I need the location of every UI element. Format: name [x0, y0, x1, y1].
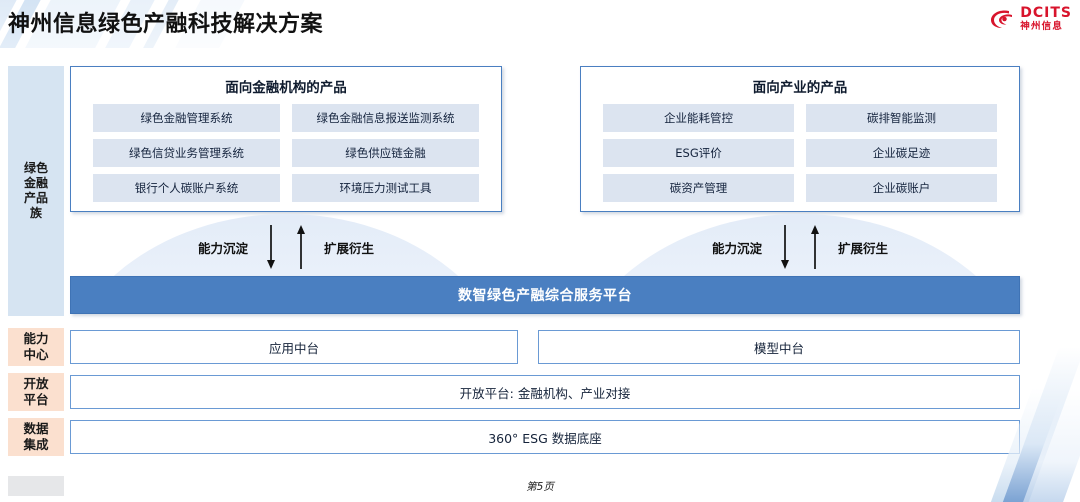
flow-label-expansion-derivation: 扩展衍生	[324, 240, 375, 256]
sidebar-label-line: 金融	[23, 176, 48, 190]
product-chip[interactable]: 银行个人碳账户系统	[93, 174, 280, 202]
sidebar-item-green-finance-products[interactable]: 绿色 金融 产品 族	[8, 66, 64, 316]
page-title: 神州信息绿色产融科技解决方案	[8, 12, 324, 37]
product-chip[interactable]: 绿色供应链金融	[292, 139, 479, 167]
product-chip[interactable]: ESG评价	[603, 139, 794, 167]
corner-grey-block	[8, 476, 64, 496]
product-chip-grid: 绿色金融管理系统 绿色金融信息报送监测系统 绿色信贷业务管理系统 绿色供应链金融…	[71, 104, 501, 202]
sidebar-item-open-platform[interactable]: 开放 平台	[8, 373, 64, 411]
logo-wordmark: DCITS 神州信息	[1020, 6, 1072, 32]
product-chip[interactable]: 企业碳账户	[806, 174, 997, 202]
product-chip-grid: 企业能耗管控 碳排智能监测 ESG评价 企业碳足迹 碳资产管理 企业碳账户	[581, 104, 1019, 202]
ability-box-model-midend[interactable]: 模型中台	[538, 330, 1020, 364]
product-chip[interactable]: 绿色信贷业务管理系统	[93, 139, 280, 167]
flow-group-right: 能力沉淀 扩展衍生	[580, 214, 1020, 280]
arrow-up-icon	[811, 225, 819, 269]
product-chip[interactable]: 企业碳足迹	[806, 139, 997, 167]
product-chip[interactable]: 绿色金融管理系统	[93, 104, 280, 132]
panel-industry-products: 面向产业的产品 企业能耗管控 碳排智能监测 ESG评价 企业碳足迹 碳资产管理 …	[580, 66, 1020, 212]
sidebar-label-line: 中心	[23, 347, 49, 362]
sidebar-label-line: 族	[29, 206, 42, 220]
flow-group-left: 能力沉淀 扩展衍生	[70, 214, 502, 280]
dcits-swoosh-icon	[991, 10, 1013, 28]
flow-label-capability-precipitation: 能力沉淀	[711, 240, 762, 256]
ability-box-application-midend[interactable]: 应用中台	[70, 330, 518, 364]
sidebar-item-data-integration[interactable]: 数据 集成	[8, 418, 64, 456]
product-chip[interactable]: 碳排智能监测	[806, 104, 997, 132]
open-platform-box[interactable]: 开放平台: 金融机构、产业对接	[70, 375, 1020, 409]
platform-bar[interactable]: 数智绿色产融综合服务平台	[70, 276, 1020, 314]
panel-title: 面向产业的产品	[752, 80, 848, 96]
product-chip[interactable]: 绿色金融信息报送监测系统	[292, 104, 479, 132]
sidebar-label-line: 能力	[23, 331, 49, 347]
sidebar-label-line: 产品	[23, 191, 48, 205]
sidebar-label-line: 绿色	[23, 161, 48, 175]
brand-logo: DCITS 神州信息	[989, 6, 1072, 32]
product-chip[interactable]: 企业能耗管控	[603, 104, 794, 132]
panel-financial-institution-products: 面向金融机构的产品 绿色金融管理系统 绿色金融信息报送监测系统 绿色信贷业务管理…	[70, 66, 502, 212]
flow-label-expansion-derivation: 扩展衍生	[838, 240, 889, 256]
arrow-up-icon	[297, 225, 305, 269]
product-chip[interactable]: 环境压力测试工具	[292, 174, 479, 202]
sidebar-label-line: 集成	[23, 437, 49, 452]
arrow-down-icon	[781, 225, 789, 269]
arrow-down-icon	[267, 225, 275, 269]
sidebar-label-line: 数据	[23, 421, 49, 437]
logo-en-text: DCITS	[1020, 5, 1072, 21]
product-chip[interactable]: 碳资产管理	[603, 174, 794, 202]
logo-cn-text: 神州信息	[1020, 21, 1064, 32]
slide-header: 神州信息绿色产融科技解决方案 DCITS 神州信息	[0, 0, 1080, 48]
sidebar-label-line: 平台	[23, 392, 49, 407]
panel-title: 面向金融机构的产品	[225, 80, 347, 96]
flow-label-capability-precipitation: 能力沉淀	[197, 240, 248, 256]
sidebar-item-ability-center[interactable]: 能力 中心	[8, 328, 64, 366]
page-number: 第5页	[526, 481, 554, 493]
sidebar-label-line: 开放	[23, 376, 49, 392]
platform-label: 数智绿色产融综合服务平台	[458, 288, 632, 304]
data-integration-box[interactable]: 360° ESG 数据底座	[70, 420, 1020, 454]
